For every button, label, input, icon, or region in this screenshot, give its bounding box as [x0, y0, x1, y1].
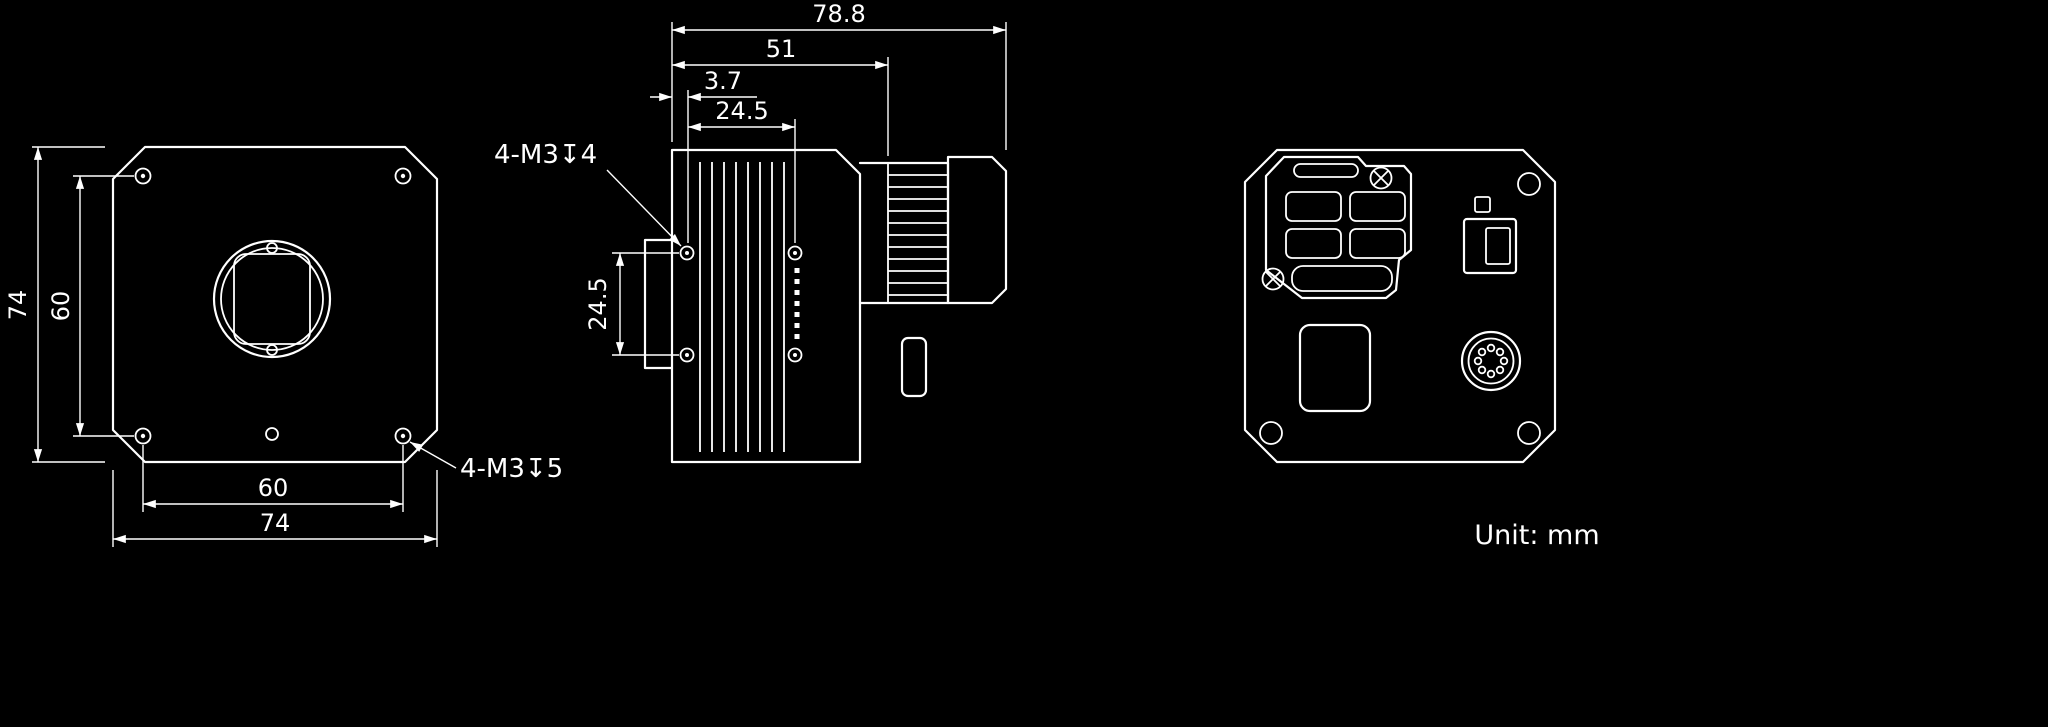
side-lens-flange: [643, 238, 674, 370]
dim-side-hole-spacing-h: 24.5: [715, 97, 768, 125]
dim-side-hole-offset: 3.7: [704, 67, 742, 95]
back-screw-top: [1369, 166, 1393, 190]
side-thread-callout: 4-M3↧4: [494, 140, 597, 170]
heatsink-fins: [699, 162, 785, 452]
power-io-connector: [1460, 330, 1522, 392]
front-screw-hole-top-left: [134, 167, 152, 185]
side-mount-holes: [679, 245, 803, 363]
rear-connector-block: [946, 155, 1008, 305]
front-plate-outline: [111, 145, 439, 464]
dim-front-width-holes: 60: [258, 474, 289, 502]
front-callout-leader: [409, 441, 457, 469]
side-body-outline: [670, 148, 862, 464]
front-screw-hole-bottom-right: [394, 427, 412, 445]
front-view-dimensions: 74 60 60 74 4-M3↧5: [4, 146, 563, 547]
front-thread-callout: 4-M3↧5: [460, 454, 563, 484]
dim-front-width-outer: 74: [260, 509, 291, 537]
front-locating-hole: [265, 427, 279, 441]
vent-grille: [1264, 155, 1413, 300]
dim-side-hole-spacing-v: 24.5: [584, 277, 612, 330]
unit-label: Unit: mm: [1474, 520, 1599, 551]
data-port: [1462, 217, 1518, 275]
back-screw-left: [1261, 267, 1285, 291]
status-indicator: [1474, 196, 1491, 213]
dim-side-overall-depth: 78.8: [812, 0, 865, 28]
back-corner-hole-bottom-right: [1517, 421, 1541, 445]
front-screw-hole-bottom-left: [134, 427, 152, 445]
rear-housing: [858, 155, 1008, 398]
rear-ridges: [888, 174, 948, 296]
back-corner-hole-top-right: [1517, 172, 1541, 196]
side-view: [643, 148, 1008, 464]
back-corner-hole-bottom-left: [1259, 421, 1283, 445]
side-callout-leader: [606, 169, 682, 247]
dim-front-height-holes: 60: [47, 291, 75, 322]
back-view: [1243, 148, 1557, 464]
rear-bottom-tab: [900, 336, 928, 398]
back-plate-outline: [1243, 148, 1557, 464]
lens-mount: [212, 239, 332, 359]
dim-front-height-outer: 74: [4, 290, 32, 321]
dim-side-body-depth: 51: [766, 35, 797, 63]
back-recess-slot: [1298, 323, 1372, 413]
front-screw-hole-top-right: [394, 167, 412, 185]
side-view-dimensions: 78.8 51 3.7 24.5 24.5 4-M3↧4: [494, 0, 1007, 356]
front-view: [111, 145, 439, 464]
